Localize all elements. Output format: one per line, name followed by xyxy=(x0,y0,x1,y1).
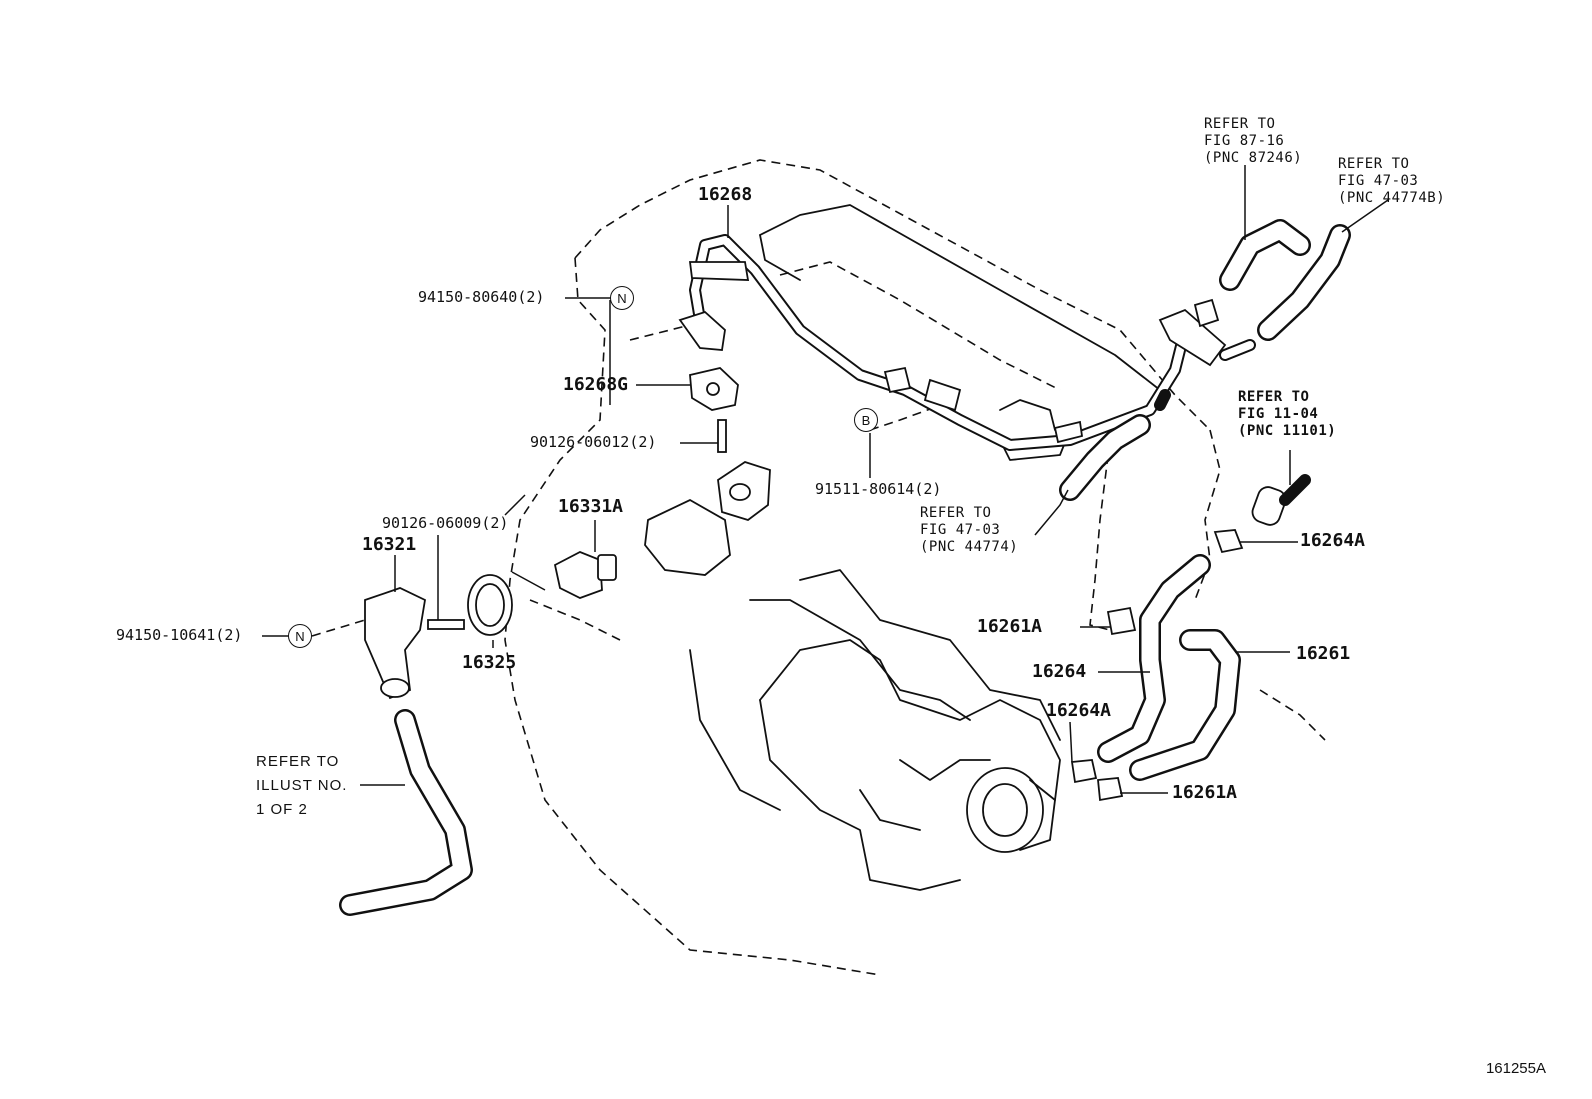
badge-n-left: N xyxy=(288,624,312,648)
label-91511-80614: 91511-80614(2) xyxy=(815,480,942,498)
badge-b: B xyxy=(854,408,878,432)
lower-left-hose xyxy=(339,709,473,916)
badge-n-top: N xyxy=(610,286,634,310)
label-16264: 16264 xyxy=(1032,661,1087,682)
label-16264A-top: 16264A xyxy=(1300,530,1366,551)
label-94150-10641: 94150-10641(2) xyxy=(116,626,243,644)
throttle-body xyxy=(759,639,1061,891)
ref-fig-87-16: REFER TO FIG 87-16 (PNC 87246) xyxy=(1204,116,1303,166)
label-16268G: 16268G xyxy=(563,374,629,395)
hoses-top-right xyxy=(1059,219,1351,501)
ref-fig-47-03-top: REFER TO FIG 47-03 (PNC 44774B) xyxy=(1338,156,1446,206)
label-16325: 16325 xyxy=(462,652,517,673)
label-90126-06009: 90126-06009(2) xyxy=(382,514,509,532)
drawing-code: 161255A xyxy=(1485,1060,1546,1077)
label-16321: 16321 xyxy=(362,534,417,555)
label-16261A-low: 16261A xyxy=(1172,782,1238,803)
water-outlet-assembly xyxy=(364,367,771,700)
cylinder-head xyxy=(689,204,1161,811)
label-16264A-low: 16264A xyxy=(1046,700,1112,721)
label-16268: 16268 xyxy=(698,184,753,205)
label-16261: 16261 xyxy=(1296,643,1351,664)
leader-lines xyxy=(262,165,1389,794)
label-90126-06012: 90126-06012(2) xyxy=(530,433,657,451)
coolant-hoses-right xyxy=(1070,474,1311,802)
ref-illust-1-of-2: REFER TO ILLUST NO. 1 OF 2 xyxy=(256,753,348,818)
label-16261A-mid: 16261A xyxy=(977,616,1043,637)
label-16331A: 16331A xyxy=(558,496,624,517)
label-94150-80640: 94150-80640(2) xyxy=(418,288,545,306)
ref-fig-11-04: REFER TO FIG 11-04 (PNC 11101) xyxy=(1238,389,1337,439)
ref-fig-47-03-mid: REFER TO FIG 47-03 (PNC 44774) xyxy=(920,505,1019,555)
